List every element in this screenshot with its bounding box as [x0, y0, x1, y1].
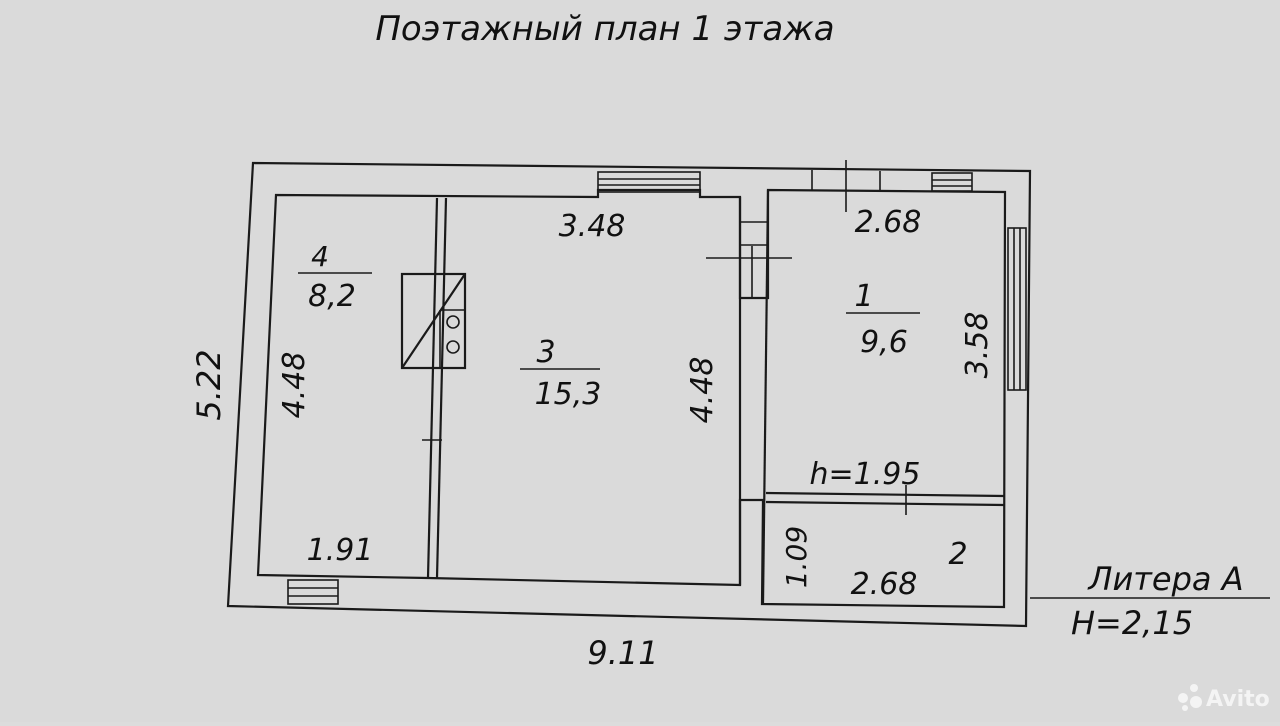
room-3-area: 15,3 — [535, 377, 602, 412]
window-right-room1 — [1007, 227, 1027, 391]
outer-wall — [226, 161, 1032, 628]
avito-watermark: Avito — [1178, 684, 1270, 712]
room-1-area: 9,6 — [860, 325, 908, 360]
dim-room1-ceiling: h=1.95 — [810, 457, 921, 492]
room-4-number: 4 — [311, 240, 329, 273]
stove-icon — [400, 272, 467, 370]
window-top-room1-left — [811, 170, 881, 191]
window-top-room1 — [931, 172, 973, 192]
room-1-number: 1 — [854, 279, 873, 314]
dim-overall-height: 5.22 — [190, 349, 228, 420]
room-4-label: 4 8,2 — [298, 240, 372, 314]
litera-label: Литера А H=2,15 — [1030, 560, 1270, 642]
partition-4-3 — [426, 197, 448, 579]
litera-height: H=2,15 — [1071, 604, 1193, 642]
window-top-room3 — [597, 171, 701, 193]
watermark-text: Avito — [1206, 687, 1270, 712]
dim-room1-width: 2.68 — [855, 205, 922, 240]
window-bottom-room4 — [287, 579, 339, 605]
plan-title: Поэтажный план 1 этажа — [375, 9, 834, 49]
dim-room3-height: 4.48 — [685, 357, 720, 424]
room-1-label: 1 9,6 — [846, 279, 920, 360]
litera-name: Литера А — [1087, 560, 1243, 598]
dim-overall-width: 9.11 — [587, 634, 658, 672]
partition-3-1 — [738, 189, 770, 605]
dim-room3-width: 3.48 — [559, 209, 626, 244]
room-4-area: 8,2 — [308, 279, 356, 314]
dim-room2-height: 1.09 — [780, 526, 813, 588]
room-2-number: 2 — [948, 537, 967, 572]
room-3-number: 3 — [536, 335, 555, 370]
partition-1-2 — [765, 491, 1005, 507]
dim-room2-width: 2.68 — [851, 567, 918, 602]
dim-room4-width: 1.91 — [307, 533, 374, 568]
room-3-label: 3 15,3 — [520, 335, 601, 412]
dim-room4-height: 4.48 — [277, 352, 312, 419]
door-3-1 — [706, 221, 792, 299]
dim-room1-height: 3.58 — [960, 312, 995, 379]
